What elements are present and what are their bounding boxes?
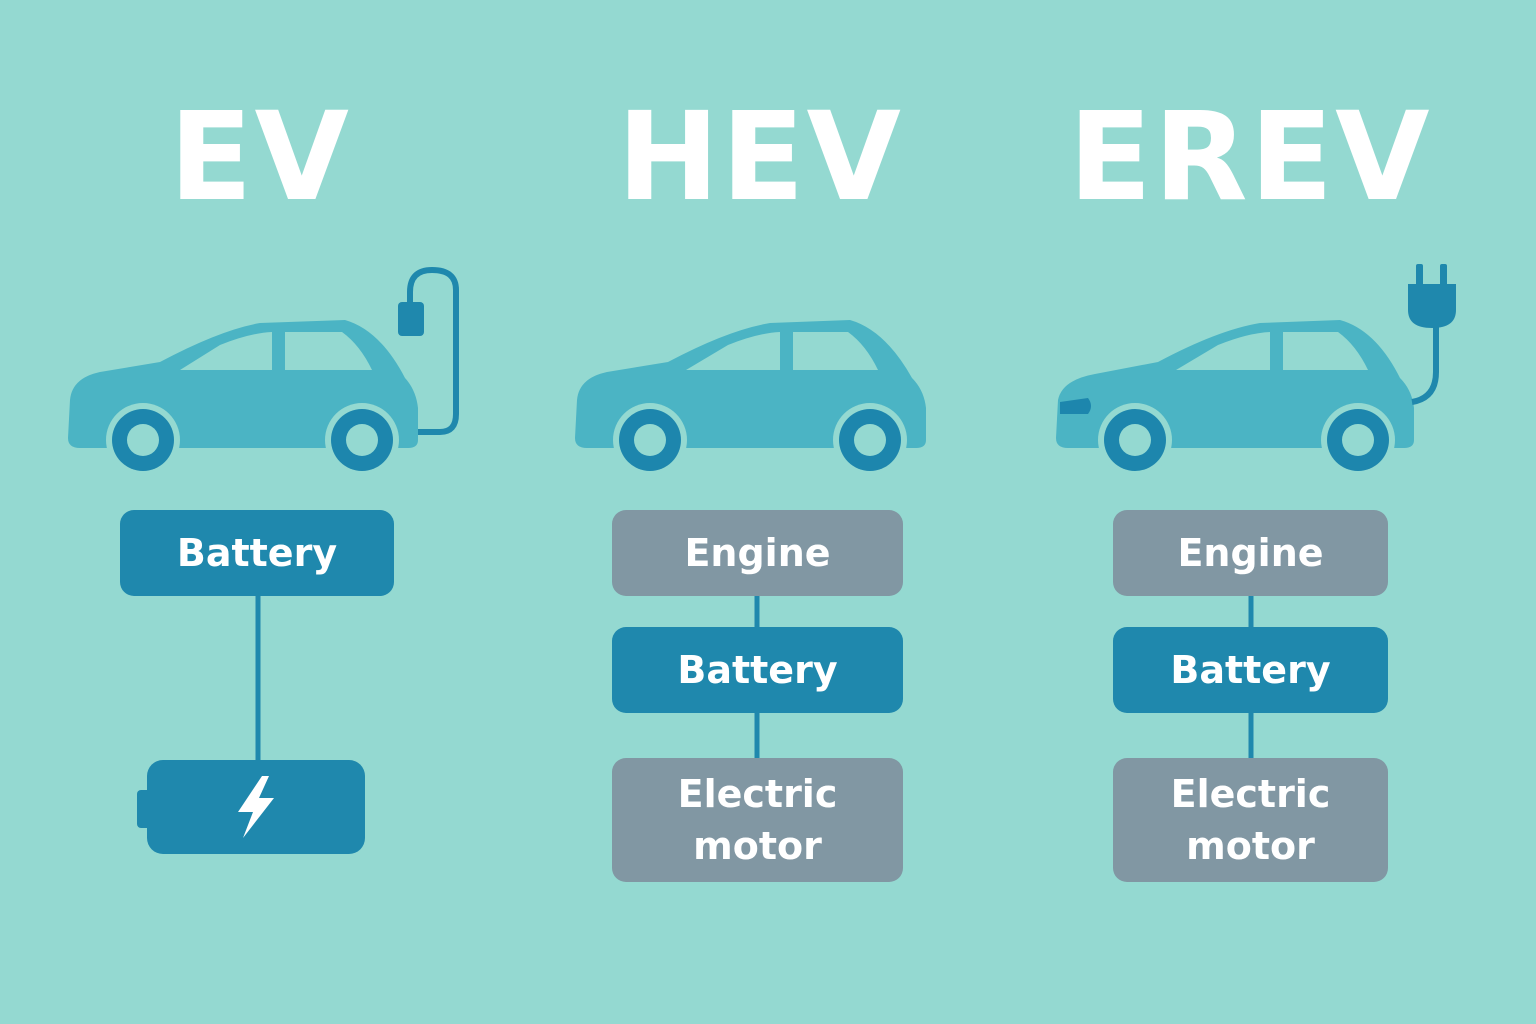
ev-car-icon <box>68 320 418 477</box>
hev-engine-box: Engine <box>612 510 903 596</box>
erev-battery-box: Battery <box>1113 627 1388 713</box>
erev-engine-label: Engine <box>1177 531 1324 575</box>
erev-motor-box: Electric motor <box>1113 758 1388 882</box>
hev-motor-box: Electric motor <box>612 758 903 882</box>
erev-engine-box: Engine <box>1113 510 1388 596</box>
ev-battery-box: Battery <box>120 510 394 596</box>
charging-cable-icon <box>398 266 459 435</box>
erev-car-icon <box>1056 320 1414 477</box>
erev-battery-label: Battery <box>1170 648 1331 692</box>
plug-icon <box>1408 264 1456 405</box>
hev-title: HEV <box>617 86 903 228</box>
hev-engine-label: Engine <box>684 531 831 575</box>
hev-car-icon <box>575 320 926 477</box>
battery-charge-icon <box>137 760 365 854</box>
hev-battery-box: Battery <box>612 627 903 713</box>
erev-motor-label: Electric motor <box>1170 772 1331 868</box>
erev-title: EREV <box>1068 86 1432 228</box>
ev-title: EV <box>169 86 351 228</box>
ev-battery-label: Battery <box>176 531 338 575</box>
hev-battery-label: Battery <box>677 648 838 692</box>
hev-motor-label: Electric motor <box>677 772 838 868</box>
